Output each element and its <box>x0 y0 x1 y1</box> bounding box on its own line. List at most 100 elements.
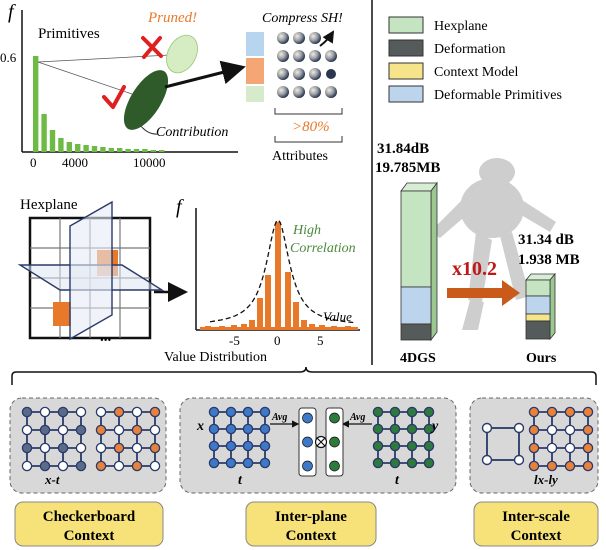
grid-node <box>372 406 384 418</box>
grid-node <box>546 442 558 454</box>
primitive-bar <box>75 144 81 152</box>
primitives-chart: f 0.6 Primitives 0 4000 10000 Contributi… <box>0 1 246 170</box>
pruned-label: Pruned! <box>147 10 197 26</box>
ours-size: 1.938 MB <box>518 252 580 268</box>
value-distribution-caption: Value Distribution <box>164 350 267 365</box>
ours-name: Ours <box>526 351 557 366</box>
grid-node <box>75 460 87 472</box>
grid-node <box>423 406 435 418</box>
kept-primitive-ellipse <box>123 70 169 130</box>
primitive-bar <box>41 114 47 152</box>
distribution-bar <box>249 320 255 330</box>
ours-primitives-segment <box>525 295 551 315</box>
distribution-bar <box>293 302 299 330</box>
grid-node <box>225 406 237 418</box>
inter-plane-t-label-left: t <box>238 473 243 488</box>
kept-leader <box>37 61 133 95</box>
legend-label-deformation: Deformation <box>434 42 506 57</box>
grid-node <box>131 424 143 436</box>
primitive-bar <box>100 147 106 152</box>
dist-y-symbol: f <box>176 196 184 218</box>
sh-sphere <box>293 86 305 98</box>
x-tick-4000: 4000 <box>62 155 88 170</box>
legend: Hexplane Deformation Context Model Defor… <box>388 16 562 103</box>
distribution-baseline <box>200 327 358 330</box>
grid-node <box>208 440 220 452</box>
dancer-figure <box>430 158 556 330</box>
primitive-bars <box>33 56 165 152</box>
grid-node <box>131 460 143 472</box>
bottom-brace <box>11 366 597 385</box>
sh-sphere <box>293 32 305 44</box>
sh-sphere <box>309 32 321 44</box>
grid-node <box>75 442 87 454</box>
inter-scale-coarse-grid <box>481 422 525 466</box>
grid-node <box>406 457 418 469</box>
grid-node <box>259 440 271 452</box>
inter-plane-grid-right <box>372 406 435 469</box>
grid-node <box>528 406 540 418</box>
legend-label-context-model: Context Model <box>434 65 518 80</box>
attr-block-blue <box>246 32 264 56</box>
legend-label-hexplane: Hexplane <box>434 19 488 34</box>
distribution-bar <box>265 275 271 330</box>
sh-sphere <box>277 86 289 98</box>
primitive-bar <box>49 130 56 152</box>
primitive-bar <box>58 138 64 152</box>
inter-plane-title-box <box>245 501 377 547</box>
inter-scale-axis-label: lx-ly <box>534 472 558 487</box>
grid-node <box>39 442 51 454</box>
checkerboard-title: Checkerboard Context <box>14 501 164 547</box>
legend-label-deformable-primitives: Deformable Primitives <box>434 88 562 103</box>
grid-node <box>389 406 401 418</box>
primitive-bar <box>66 142 72 152</box>
grid-node <box>75 406 87 418</box>
x-tick-0: 0 <box>30 155 37 170</box>
primitive-bar <box>133 149 140 152</box>
inter-scale-title-line2: Context <box>511 528 562 544</box>
grid-node <box>546 424 558 436</box>
grid-node <box>372 457 384 469</box>
inter-plane-title: Inter-plane Context <box>245 501 377 547</box>
attr-block-green <box>246 86 264 102</box>
grid-node <box>372 423 384 435</box>
grid-node <box>149 406 161 418</box>
baseline-stack <box>400 181 438 342</box>
grid-node <box>564 424 576 436</box>
grid-node <box>242 457 254 469</box>
primitive-bar <box>142 149 148 152</box>
grid-node <box>95 460 107 472</box>
grid-node <box>113 442 125 454</box>
attr-block-orange <box>246 58 264 84</box>
dist-tick-neg5: -5 <box>229 333 240 348</box>
sh-sphere <box>293 50 305 62</box>
baseline-name: 4DGS <box>400 351 436 366</box>
checkerboard-axis-label: x-t <box>44 472 60 487</box>
grid-node <box>21 460 33 472</box>
inter-plane-x-label: x <box>196 419 204 434</box>
grid-node <box>225 440 237 452</box>
sh-sphere <box>326 69 336 79</box>
vector-right-nodes <box>329 412 340 472</box>
baseline-size: 19.785MB <box>375 160 440 176</box>
grid-node <box>57 424 69 436</box>
baseline-psnr: 31.84dB <box>377 141 429 157</box>
sh-sphere <box>325 86 337 98</box>
grid-node <box>546 406 558 418</box>
grid-node <box>39 460 51 472</box>
grid-node <box>113 424 125 436</box>
sh-sphere <box>277 68 289 80</box>
ours-deformation-segment <box>525 320 551 340</box>
cross-icon <box>141 36 163 59</box>
checkerboard-grid-left <box>21 406 87 472</box>
grid-node <box>113 460 125 472</box>
inter-scale-fine-grid <box>528 406 594 472</box>
sh-sphere <box>309 86 321 98</box>
y-tick-label: 0.6 <box>0 50 17 65</box>
grid-node <box>389 423 401 435</box>
ours-psnr: 31.34 dB <box>518 232 574 248</box>
primitive-bar <box>108 148 114 152</box>
checkerboard-panel: x-t <box>9 397 167 494</box>
grid-node <box>582 460 594 472</box>
distribution-curve <box>209 219 355 324</box>
